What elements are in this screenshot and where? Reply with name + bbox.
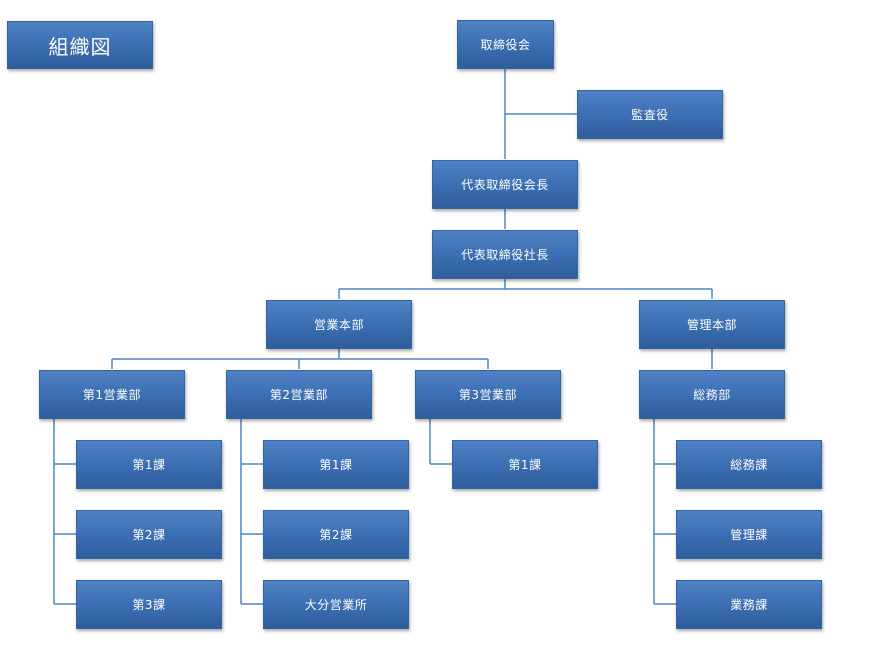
node-president: 代表取締役社長: [432, 230, 578, 279]
node-sales1-sec1: 第1課: [76, 440, 222, 489]
node-general-affairs: 総務部: [639, 370, 785, 419]
node-sales2-sec2: 第2課: [263, 510, 409, 559]
node-ga-business: 業務課: [676, 580, 822, 629]
node-sales1-sec2: 第2課: [76, 510, 222, 559]
node-sales3: 第3営業部: [415, 370, 561, 419]
node-admin-hq: 管理本部: [639, 300, 785, 349]
node-sales-hq: 営業本部: [266, 300, 412, 349]
node-sales1: 第1営業部: [39, 370, 185, 419]
node-sales1-sec3: 第3課: [76, 580, 222, 629]
chart-title: 組織図: [7, 21, 153, 69]
node-sales3-sec1: 第1課: [452, 440, 598, 489]
node-ga-general: 総務課: [676, 440, 822, 489]
node-sales2: 第2営業部: [226, 370, 372, 419]
node-ga-admin: 管理課: [676, 510, 822, 559]
node-chairman: 代表取締役会長: [432, 160, 578, 209]
node-auditor: 監査役: [577, 90, 723, 139]
node-sales2-oita: 大分営業所: [263, 580, 409, 629]
node-board: 取締役会: [457, 20, 554, 69]
node-sales2-sec1: 第1課: [263, 440, 409, 489]
